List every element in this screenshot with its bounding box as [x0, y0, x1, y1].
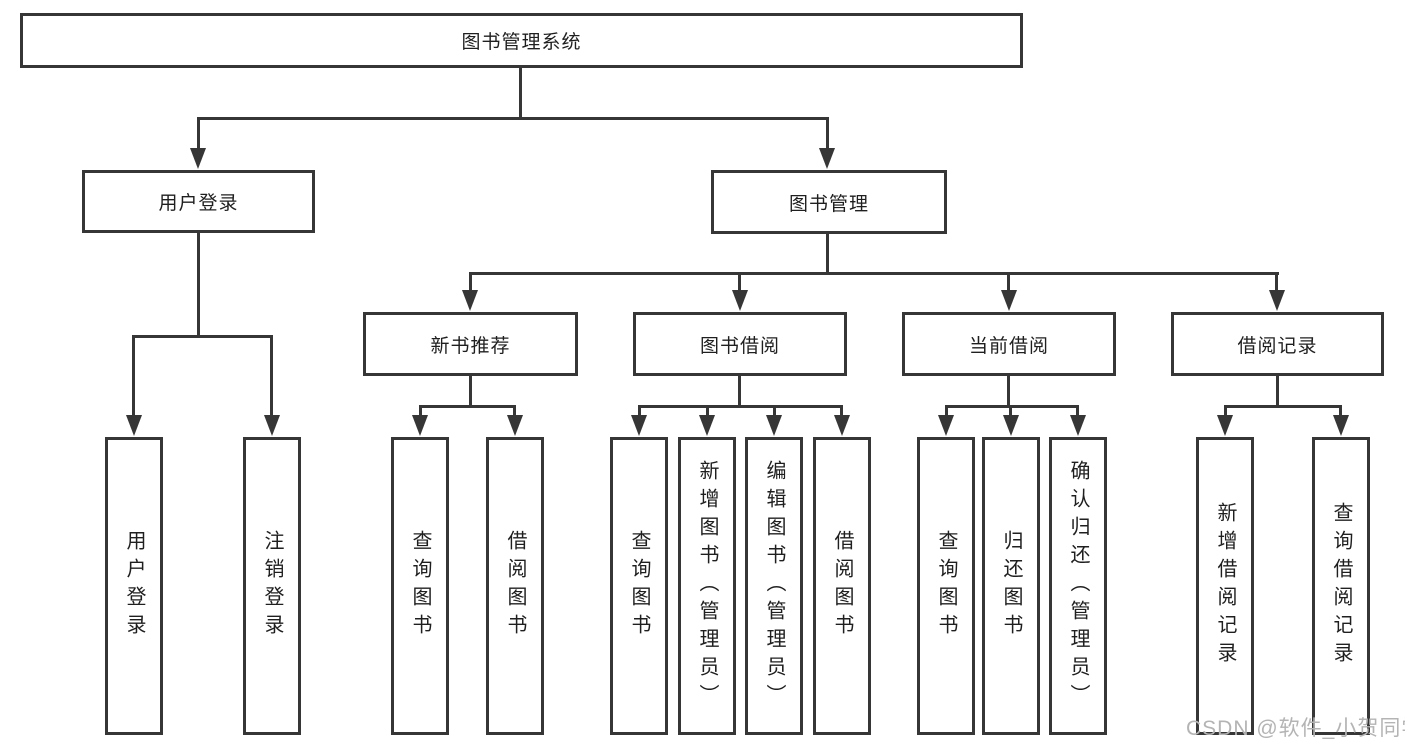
arrowhead-user — [190, 148, 206, 169]
arrowhead-g2-c4 — [834, 415, 850, 436]
leaf-logout-label: 注销登录 — [261, 530, 283, 642]
connector-g4-c2-drop — [1339, 405, 1342, 420]
arrowhead-g4-c1 — [1217, 415, 1233, 436]
connector-root-stub — [519, 68, 522, 118]
connector-g2-c4-drop — [840, 405, 843, 420]
leaf-g3-return-books-label: 归还图书 — [1000, 530, 1022, 642]
node-borrow-records: 借阅记录 — [1171, 312, 1384, 376]
arrowhead-g2-c2 — [699, 415, 715, 436]
arrowhead-group4 — [1269, 290, 1285, 311]
node-current-borrow: 当前借阅 — [902, 312, 1116, 376]
leaf-g4-add-borrow-record-label: 新增借阅记录 — [1214, 502, 1236, 670]
connector-g4-c1-drop — [1224, 405, 1227, 420]
connector-user-drop — [197, 117, 200, 150]
connector-user-bar — [132, 335, 273, 338]
node-book-borrow: 图书借阅 — [633, 312, 847, 376]
leaf-logout: 注销登录 — [243, 437, 301, 735]
connector-g2-c2-drop — [706, 405, 709, 420]
connector-user-stub — [197, 233, 200, 336]
connector-book-stub — [826, 234, 829, 274]
connector-g2-c3-drop — [773, 405, 776, 420]
arrowhead-group3 — [1001, 290, 1017, 311]
connector-g1-bar — [419, 405, 516, 408]
arrowhead-user-child1 — [126, 415, 142, 436]
leaf-g2-query-books: 查询图书 — [610, 437, 668, 735]
leaf-g2-query-books-label: 查询图书 — [628, 530, 650, 642]
connector-g2-c1-drop — [638, 405, 641, 420]
leaf-g3-return-books: 归还图书 — [982, 437, 1040, 735]
leaf-g2-add-books-admin: 新增图书（管理员） — [678, 437, 736, 735]
connector-g1-c1-drop — [419, 405, 422, 420]
arrowhead-group1 — [462, 290, 478, 311]
node-book-management-branch: 图书管理 — [711, 170, 947, 234]
connector-g2-bar — [638, 405, 843, 408]
connector-group3-drop — [1007, 272, 1010, 292]
leaf-g4-add-borrow-record: 新增借阅记录 — [1196, 437, 1254, 735]
arrowhead-g3-c2 — [1003, 415, 1019, 436]
arrowhead-g2-c3 — [766, 415, 782, 436]
connector-group2-drop — [738, 272, 741, 292]
connector-g1-c2-drop — [513, 405, 516, 420]
leaf-user-login: 用户登录 — [105, 437, 163, 735]
leaf-g3-confirm-return-admin: 确认归还（管理员） — [1049, 437, 1107, 735]
connector-g2-stub — [738, 376, 741, 407]
leaf-g1-borrow-books-label: 借阅图书 — [504, 530, 526, 642]
connector-g3-bar — [945, 405, 1079, 408]
connector-g4-stub — [1276, 376, 1279, 407]
leaf-g4-query-borrow-record-label: 查询借阅记录 — [1330, 502, 1352, 670]
node-root: 图书管理系统 — [20, 13, 1023, 68]
node-root-label: 图书管理系统 — [461, 32, 582, 53]
leaf-g1-borrow-books: 借阅图书 — [486, 437, 544, 735]
leaf-g1-query-books: 查询图书 — [391, 437, 449, 735]
arrowhead-g1-c1 — [412, 415, 428, 436]
leaf-user-login-label: 用户登录 — [123, 530, 145, 642]
arrowhead-g1-c2 — [507, 415, 523, 436]
node-book-management-branch-label: 图书管理 — [788, 193, 869, 215]
arrowhead-g3-c3 — [1070, 415, 1086, 436]
leaf-g3-query-books-label: 查询图书 — [935, 530, 957, 642]
node-new-book-recommend-label: 新书推荐 — [430, 335, 511, 357]
connector-g3-stub — [1007, 376, 1010, 407]
connector-book-drop — [826, 117, 829, 150]
connector-g3-c3-drop — [1076, 405, 1079, 420]
connector-user-child1-drop — [132, 335, 135, 417]
arrowhead-g3-c1 — [938, 415, 954, 436]
node-user-login-branch-label: 用户登录 — [158, 193, 239, 214]
connector-group1-drop — [469, 272, 472, 292]
connector-g4-bar — [1224, 405, 1342, 408]
connector-user-child2-drop — [270, 335, 273, 417]
node-user-login-branch: 用户登录 — [82, 170, 315, 233]
leaf-g1-query-books-label: 查询图书 — [409, 530, 431, 642]
leaf-g2-borrow-books-label: 借阅图书 — [831, 530, 853, 642]
node-book-borrow-label: 图书借阅 — [699, 335, 780, 357]
connector-g3-c1-drop — [945, 405, 948, 420]
arrowhead-user-child2 — [264, 415, 280, 436]
leaf-g2-add-books-admin-label: 新增图书（管理员） — [696, 460, 718, 712]
csdn-watermark: CSDN @软件_小贺同学 — [1186, 717, 1405, 740]
connector-group4-drop — [1275, 272, 1278, 292]
connector-root-bar — [197, 117, 829, 120]
leaf-g2-borrow-books: 借阅图书 — [813, 437, 871, 735]
arrowhead-g4-c2 — [1333, 415, 1349, 436]
node-borrow-records-label: 借阅记录 — [1237, 335, 1318, 357]
connector-g3-c2-drop — [1009, 405, 1012, 420]
leaf-g2-edit-books-admin-label: 编辑图书（管理员） — [763, 460, 785, 712]
leaf-g4-query-borrow-record: 查询借阅记录 — [1312, 437, 1370, 735]
connector-book-bar — [469, 272, 1279, 275]
node-current-borrow-label: 当前借阅 — [968, 335, 1049, 357]
connector-g1-stub — [469, 376, 472, 407]
arrowhead-g2-c1 — [631, 415, 647, 436]
arrowhead-book — [819, 148, 835, 169]
arrowhead-group2 — [732, 290, 748, 311]
node-new-book-recommend: 新书推荐 — [363, 312, 578, 376]
leaf-g2-edit-books-admin: 编辑图书（管理员） — [745, 437, 803, 735]
leaf-g3-query-books: 查询图书 — [917, 437, 975, 735]
leaf-g3-confirm-return-admin-label: 确认归还（管理员） — [1067, 460, 1089, 712]
